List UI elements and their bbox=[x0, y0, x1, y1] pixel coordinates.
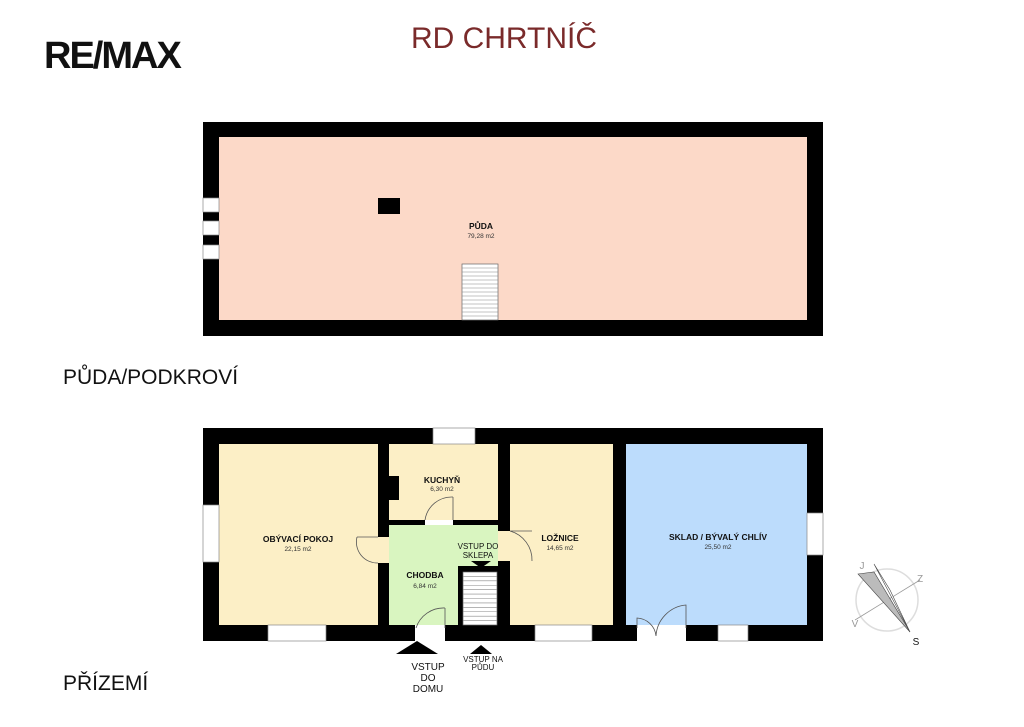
room-name: KUCHYŇ bbox=[424, 474, 460, 485]
room-area: 25,50 m2 bbox=[704, 544, 731, 551]
attic-access-label: VSTUP NA bbox=[463, 655, 504, 664]
room-obyvaci-pokoj bbox=[219, 444, 378, 625]
room-area: 6,84 m2 bbox=[413, 583, 437, 590]
room-area: 6,30 m2 bbox=[430, 486, 454, 493]
room-name: LOŽNICE bbox=[541, 532, 579, 543]
cellar-arrow-icon bbox=[471, 561, 491, 568]
room-name: OBÝVACÍ POKOJ bbox=[263, 533, 333, 544]
entrance-label: DOMU bbox=[413, 684, 444, 695]
attic-access-arrow-icon bbox=[470, 645, 492, 654]
room-name: PŮDA bbox=[469, 220, 493, 231]
entrance-label: VSTUP bbox=[411, 662, 445, 673]
room-sklad bbox=[626, 444, 807, 625]
page-title: RD CHRTNÍČ bbox=[411, 21, 597, 55]
cellar-label: SKLEPA bbox=[463, 551, 494, 560]
cellar-label: VSTUP DO bbox=[458, 542, 499, 551]
ground-windows bbox=[202, 427, 824, 642]
compass-letter: J bbox=[860, 561, 865, 572]
compass-letter: V bbox=[852, 619, 859, 630]
room-name: SKLAD / BÝVALÝ CHLÍV bbox=[669, 531, 767, 542]
compass-letter: S bbox=[913, 637, 920, 648]
room-loznice bbox=[510, 444, 613, 625]
chimney bbox=[378, 198, 400, 214]
room-area: 79,28 m2 bbox=[467, 233, 494, 240]
attic-stairs bbox=[461, 263, 499, 321]
room-name: CHODBA bbox=[406, 570, 443, 580]
remax-logo: RE/MAX bbox=[44, 35, 182, 77]
room-chodba bbox=[389, 525, 498, 625]
ground-stairs bbox=[462, 571, 498, 626]
compass-rose-icon: J Z V S bbox=[852, 561, 923, 648]
ground-plan: OBÝVACÍ POKOJ 22,15 m2 KUCHYŇ 6,30 m2 CH… bbox=[202, 427, 824, 695]
room-puda bbox=[219, 137, 807, 320]
room-kuchyn bbox=[389, 444, 498, 520]
section-label-attic: PŮDA/PODKROVÍ bbox=[63, 365, 238, 389]
entrance-arrow-icon bbox=[396, 641, 438, 654]
doors bbox=[356, 496, 687, 641]
attic-access-label: PŮDU bbox=[472, 663, 495, 672]
compass-letter: Z bbox=[917, 574, 923, 585]
attic-windows bbox=[202, 197, 220, 260]
entrance-label: DO bbox=[421, 673, 436, 684]
attic-plan: PŮDA 79,28 m2 bbox=[202, 122, 823, 336]
section-label-ground: PŘÍZEMÍ bbox=[63, 672, 148, 695]
room-area: 14,65 m2 bbox=[546, 545, 573, 552]
room-area: 22,15 m2 bbox=[284, 546, 311, 553]
